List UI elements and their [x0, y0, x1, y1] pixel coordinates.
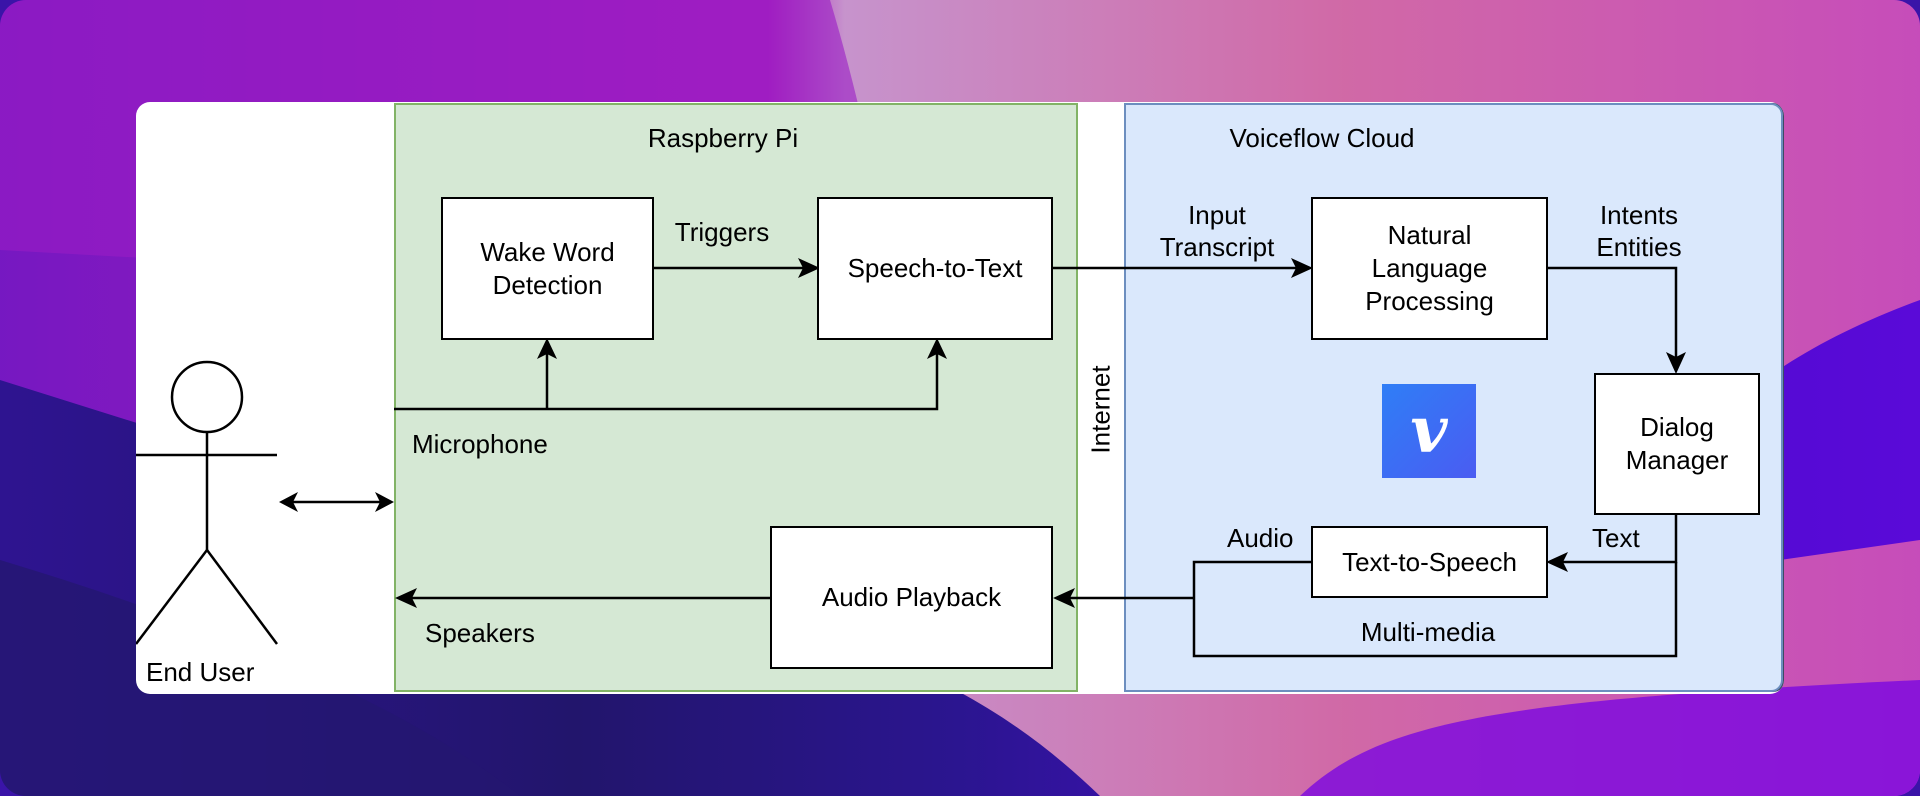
edge-label-input-transcript: Input Transcript: [1159, 200, 1275, 262]
edge-label-audio: Audio: [1227, 523, 1294, 553]
arrowhead-pi-right: [375, 492, 394, 512]
internet-label: Internet: [1085, 365, 1116, 454]
edge-label-intents-entities: Intents Entities: [1596, 200, 1682, 262]
actor-head: [170, 360, 244, 434]
actor-leg-right: [205, 549, 279, 645]
actor-leg-left: [136, 549, 208, 645]
wake-word-detection-node[interactable]: Wake Word Detection: [441, 197, 654, 340]
audio-playback-node[interactable]: Audio Playback: [770, 526, 1053, 669]
voiceflow-logo-icon: v: [1382, 384, 1476, 478]
edge-label-text: Text: [1592, 523, 1640, 553]
edge-label-speakers: Speakers: [425, 618, 535, 648]
edge-label-triggers: Triggers: [674, 217, 770, 247]
speech-to-text-node[interactable]: Speech-to-Text: [817, 197, 1053, 340]
edge-label-microphone: Microphone: [412, 429, 548, 459]
text-to-speech-node[interactable]: Text-to-Speech: [1311, 526, 1548, 598]
end-user-label: End User: [146, 657, 255, 687]
dialog-manager-node[interactable]: Dialog Manager: [1594, 373, 1760, 515]
nlp-node[interactable]: Natural Language Processing: [1311, 197, 1548, 340]
arrowhead-user-left: [279, 492, 298, 512]
voiceflow-cloud-label: Voiceflow Cloud: [1229, 123, 1415, 153]
diagram-canvas: Raspberry Pi Voiceflow Cloud Internet Wa…: [136, 102, 1784, 694]
raspberry-pi-label: Raspberry Pi: [647, 123, 799, 153]
edge-label-multimedia: Multi-media: [1360, 617, 1496, 647]
